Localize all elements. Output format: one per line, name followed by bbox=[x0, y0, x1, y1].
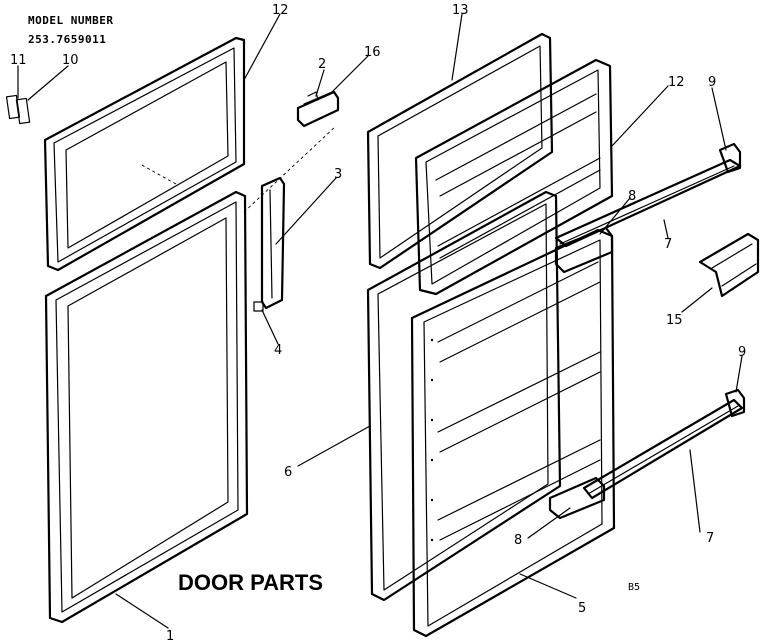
part-5-fresh-food-door-liner bbox=[410, 228, 616, 638]
part-14-freezer-gasket bbox=[43, 36, 246, 272]
callout-1: 1 bbox=[166, 629, 174, 644]
part-13-freezer-liner-gasket bbox=[366, 32, 554, 270]
part-8-upper-retainer bbox=[554, 226, 614, 274]
callout-4: 4 bbox=[274, 343, 282, 358]
part-7-upper-shelf-rail bbox=[554, 158, 742, 248]
callout-10: 10 bbox=[62, 53, 79, 68]
part-10-11-clips bbox=[5, 94, 31, 125]
callout-7-lower: 7 bbox=[706, 531, 714, 546]
callout-13: 13 bbox=[452, 3, 469, 18]
callout-3: 3 bbox=[334, 167, 342, 182]
callout-11: 11 bbox=[10, 53, 27, 68]
callout-12: 12 bbox=[668, 75, 685, 90]
callout-9-lower: 9 bbox=[738, 345, 746, 360]
part-9-upper-end-cap bbox=[718, 142, 742, 174]
callout-6: 6 bbox=[284, 465, 292, 480]
leader-lines bbox=[17, 13, 743, 629]
part-1-fresh-food-gasket bbox=[44, 190, 249, 624]
part-12-freezer-door-liner bbox=[414, 58, 614, 296]
callout-8-upper: 8 bbox=[628, 189, 636, 204]
callout-7-upper: 7 bbox=[664, 237, 672, 252]
callout-2: 2 bbox=[318, 57, 326, 72]
model-number-label: MODEL NUMBER bbox=[28, 14, 113, 27]
part-4-hinge-screw bbox=[253, 301, 264, 312]
part-8-lower-retainer bbox=[548, 476, 606, 520]
callout-8-lower: 8 bbox=[514, 533, 522, 548]
callout-9-upper: 9 bbox=[708, 75, 716, 90]
diagram-title: DOOR PARTS bbox=[178, 570, 323, 595]
callout-16: 16 bbox=[364, 45, 381, 60]
part-15-dairy-door bbox=[698, 232, 760, 298]
part-3-hinge-bracket bbox=[260, 176, 286, 310]
part-6-fresh-food-liner-gasket bbox=[366, 190, 562, 602]
callout-5: 5 bbox=[578, 601, 586, 616]
part-2-16-handle-cap bbox=[296, 90, 340, 128]
model-number-value: 253.7659011 bbox=[28, 33, 106, 46]
callout-14: 12 bbox=[272, 3, 289, 18]
callout-15: 15 bbox=[666, 313, 683, 328]
part-7-lower-shelf-rail bbox=[582, 398, 744, 500]
page-code: B5 bbox=[628, 582, 640, 593]
